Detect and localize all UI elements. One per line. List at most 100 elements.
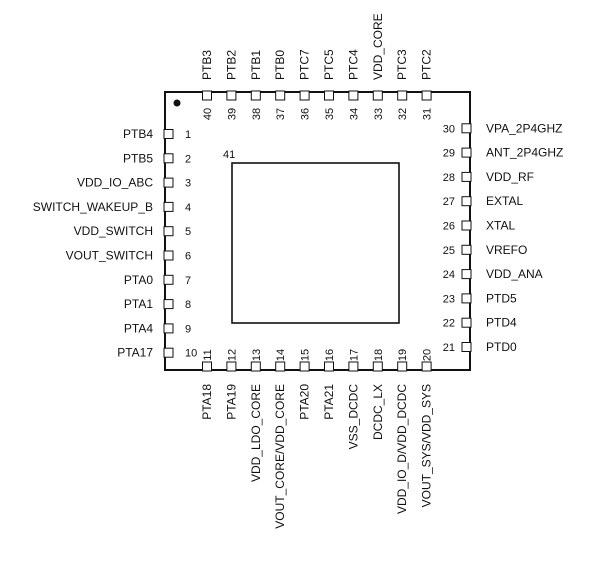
- pin-5-number: 5: [185, 226, 191, 238]
- pin-30-pad: [461, 123, 472, 134]
- pin-13-number: 13: [251, 349, 263, 361]
- pin-3-label: VDD_IO_ABC: [77, 176, 153, 190]
- pin-37-number: 37: [275, 108, 287, 120]
- pin-9-label: PTA4: [124, 321, 153, 335]
- pin-2-label: PTB5: [123, 151, 153, 165]
- pin-35-number: 35: [324, 108, 336, 120]
- pin-8-pad: [163, 299, 174, 310]
- pin-18-label: DCDC_LX: [371, 384, 385, 440]
- pin-9-number: 9: [185, 323, 191, 335]
- pin-8-label: PTA1: [124, 297, 153, 311]
- pin-3-pad: [163, 177, 174, 188]
- pin-1-number: 1: [185, 129, 191, 141]
- pin-27-pad: [461, 196, 472, 207]
- pin-34-pad: [348, 90, 359, 101]
- pin-12-pad: [226, 361, 237, 372]
- pin-36-label: PTC7: [298, 49, 312, 80]
- pin-28-number: 28: [443, 172, 455, 184]
- pin-36-number: 36: [300, 108, 312, 120]
- pin-1-pad: [163, 129, 174, 139]
- pin-39-pad: [226, 90, 237, 101]
- pin-27-label: EXTAL: [486, 194, 523, 208]
- pin-19-pad: [397, 361, 408, 372]
- pin-25-pad: [461, 244, 472, 255]
- pin-31-pad: [421, 90, 432, 101]
- pin-38-label: PTB1: [249, 50, 263, 80]
- pin-5-label: VDD_SWITCH: [74, 224, 153, 238]
- pin-29-label: ANT_2P4GHZ: [486, 146, 563, 160]
- pin-36-pad: [299, 90, 310, 101]
- pin-16-pad: [324, 361, 334, 372]
- pin-17-number: 17: [348, 349, 360, 361]
- pin-11-pad: [202, 361, 212, 372]
- pin-34-number: 34: [348, 108, 360, 120]
- pin-26-number: 26: [443, 221, 455, 233]
- pin-22-pad: [461, 317, 472, 328]
- pin-29-number: 29: [443, 148, 455, 160]
- pin-32-label: PTC3: [395, 49, 409, 80]
- pin-19-label: VDD_IO_D/VDD_DCDC: [395, 384, 409, 514]
- pin-40-label: PTB3: [200, 50, 214, 80]
- pin-6-number: 6: [185, 251, 191, 263]
- pin-3-number: 3: [185, 178, 191, 190]
- pin-4-pad: [163, 201, 174, 212]
- pin-26-pad: [461, 220, 472, 231]
- exposed-pad-number: 41: [223, 149, 235, 161]
- pin-2-pad: [163, 153, 174, 164]
- pin-20-pad: [421, 361, 432, 372]
- pin-28-pad: [461, 171, 472, 182]
- pin-14-number: 14: [275, 349, 287, 361]
- pin-18-number: 18: [373, 349, 385, 361]
- pin-15-number: 15: [300, 349, 312, 361]
- pin-11-number: 11: [202, 349, 214, 360]
- pin-15-label: PTA20: [298, 384, 312, 420]
- pin-35-pad: [324, 90, 334, 101]
- pin-19-number: 19: [397, 349, 409, 361]
- pin-16-label: PTA21: [322, 384, 336, 420]
- pin-8-number: 8: [185, 299, 191, 311]
- pin-22-label: PTD4: [486, 316, 517, 330]
- pin-24-number: 24: [443, 269, 455, 281]
- pin-2-number: 2: [185, 153, 191, 165]
- pin-32-pad: [397, 90, 408, 101]
- pin-4-label: SWITCH_WAKEUP_B: [33, 200, 153, 214]
- pin-10-pad: [163, 347, 174, 358]
- pin-25-label: VREFO: [486, 243, 527, 257]
- pin-23-number: 23: [443, 293, 455, 305]
- pin-11-label: PTA18: [200, 384, 214, 420]
- pin-38-pad: [250, 90, 261, 101]
- pin-40-number: 40: [202, 108, 214, 120]
- pin-30-number: 30: [443, 123, 455, 135]
- pin-39-number: 39: [226, 108, 238, 120]
- pin-10-label: PTA17: [117, 346, 153, 360]
- pin-24-pad: [461, 269, 472, 280]
- pin-12-number: 12: [226, 349, 238, 361]
- pin-28-label: VDD_RF: [486, 170, 534, 184]
- pin-23-label: PTD5: [486, 291, 517, 305]
- pin-31-number: 31: [422, 108, 434, 120]
- pin-17-pad: [348, 361, 359, 372]
- pin1-marker-dot: [173, 99, 181, 107]
- pin-14-label: VOUT_CORE/VDD_CORE: [273, 384, 287, 529]
- pin-26-label: XTAL: [486, 219, 515, 233]
- pin-7-pad: [163, 274, 174, 285]
- pin-5-pad: [163, 226, 174, 237]
- pin-21-label: PTD0: [486, 340, 517, 354]
- pin-37-pad: [275, 90, 286, 101]
- pin-33-number: 33: [373, 108, 385, 120]
- pin-25-number: 25: [443, 245, 455, 257]
- pin-15-pad: [299, 361, 310, 372]
- pin-7-label: PTA0: [124, 273, 153, 287]
- pin-33-label: VDD_CORE: [371, 13, 385, 80]
- pin-39-label: PTB2: [224, 50, 238, 80]
- pin-34-label: PTC4: [346, 49, 360, 80]
- pin-33-pad: [372, 90, 383, 101]
- pin-32-number: 32: [397, 108, 409, 120]
- pin-6-label: VOUT_SWITCH: [66, 249, 153, 263]
- pin-1-label: PTB4: [123, 127, 153, 141]
- pin-38-number: 38: [251, 108, 263, 120]
- pin-4-number: 4: [185, 202, 191, 214]
- pin-22-number: 22: [443, 318, 455, 330]
- pin-23-pad: [461, 293, 472, 304]
